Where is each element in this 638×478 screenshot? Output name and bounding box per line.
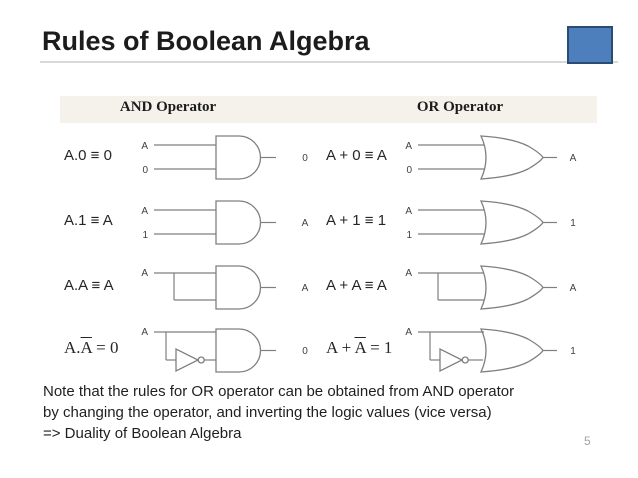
- or-not-gate-diagram: A 1: [405, 327, 576, 373]
- equation-label: A.0 ≡ 0: [64, 147, 112, 164]
- and-gate-diagram: A A: [141, 265, 309, 310]
- equation-label: A.A ≡ A: [64, 277, 114, 294]
- note-text: Note that the rules for OR operator can …: [43, 381, 514, 444]
- equation-label: A.1 ≡ A: [64, 212, 113, 229]
- and-gate-icon: [215, 328, 262, 373]
- output-label: 1: [570, 218, 576, 229]
- or-operator-header: OR Operator: [416, 99, 504, 115]
- input-label: A: [141, 327, 148, 338]
- input-label: 1: [142, 230, 148, 241]
- input-label: 0: [406, 165, 412, 176]
- not-gate-icon: [175, 347, 200, 373]
- or-gate-diagram: A 0 A: [405, 135, 577, 180]
- or-gate-icon: [479, 265, 544, 310]
- or-gate-diagram: A A: [405, 265, 577, 310]
- note-line-3: => Duality of Boolean Algebra: [43, 425, 242, 442]
- output-label: 1: [570, 346, 576, 357]
- not-gate-icon: [439, 347, 464, 373]
- title-underline: [40, 61, 618, 63]
- and-gate-icon: [215, 265, 262, 310]
- output-label: 0: [302, 346, 308, 357]
- or-gate-icon: [479, 328, 544, 373]
- equation-label: A + 0 ≡ A: [326, 147, 387, 164]
- output-label: A: [570, 283, 577, 294]
- and-gate-diagram: A 0 0: [141, 135, 308, 180]
- output-label: 0: [302, 153, 308, 164]
- input-label: 1: [406, 230, 412, 241]
- page-title: Rules of Boolean Algebra: [42, 26, 370, 56]
- input-label: 0: [142, 165, 148, 176]
- note-line-2: by changing the operator, and inverting …: [43, 404, 492, 421]
- or-gate-icon: [479, 135, 544, 180]
- inverter-bubble-icon: [461, 356, 469, 364]
- equation-label: A + A = 1: [326, 338, 393, 357]
- and-operator-header: AND Operator: [119, 99, 217, 115]
- input-label: A: [405, 268, 412, 279]
- and-gate-diagram: A 1 A: [141, 200, 309, 245]
- equation-label: A + A ≡ A: [326, 277, 387, 294]
- input-label: A: [405, 141, 412, 152]
- output-label: A: [302, 283, 309, 294]
- input-label: A: [141, 206, 148, 217]
- overbar-variable: A: [80, 338, 92, 357]
- inverter-bubble-icon: [197, 356, 205, 364]
- overbar-variable: A: [354, 338, 366, 357]
- input-label: A: [405, 327, 412, 338]
- and-not-gate-diagram: A 0: [141, 327, 308, 373]
- slide-number: 5: [584, 434, 591, 448]
- rule-row-2: A.1 ≡ A A 1 A A + 1 ≡ 1 A 1 1: [0, 190, 638, 255]
- output-label: A: [570, 153, 577, 164]
- equation-label: A.A = 0: [64, 338, 119, 357]
- input-label: A: [405, 206, 412, 217]
- input-label: A: [141, 268, 148, 279]
- output-label: A: [302, 218, 309, 229]
- and-gate-icon: [215, 135, 262, 180]
- note-line-1: Note that the rules for OR operator can …: [43, 383, 515, 400]
- equation-label: A + 1 ≡ 1: [326, 212, 387, 229]
- table-header-band: [60, 96, 597, 123]
- or-gate-diagram: A 1 1: [405, 200, 576, 245]
- and-gate-icon: [215, 200, 262, 245]
- rule-row-1: A.0 ≡ 0 A 0 0 A + 0 ≡ A A 0 A: [0, 125, 638, 190]
- or-gate-icon: [479, 200, 544, 245]
- accent-square: [567, 26, 613, 64]
- rule-row-3: A.A ≡ A A A A + A ≡ A A A: [0, 255, 638, 320]
- input-label: A: [141, 141, 148, 152]
- rule-row-4: A.A = 0 A 0 A + A = 1 A 1: [0, 318, 638, 383]
